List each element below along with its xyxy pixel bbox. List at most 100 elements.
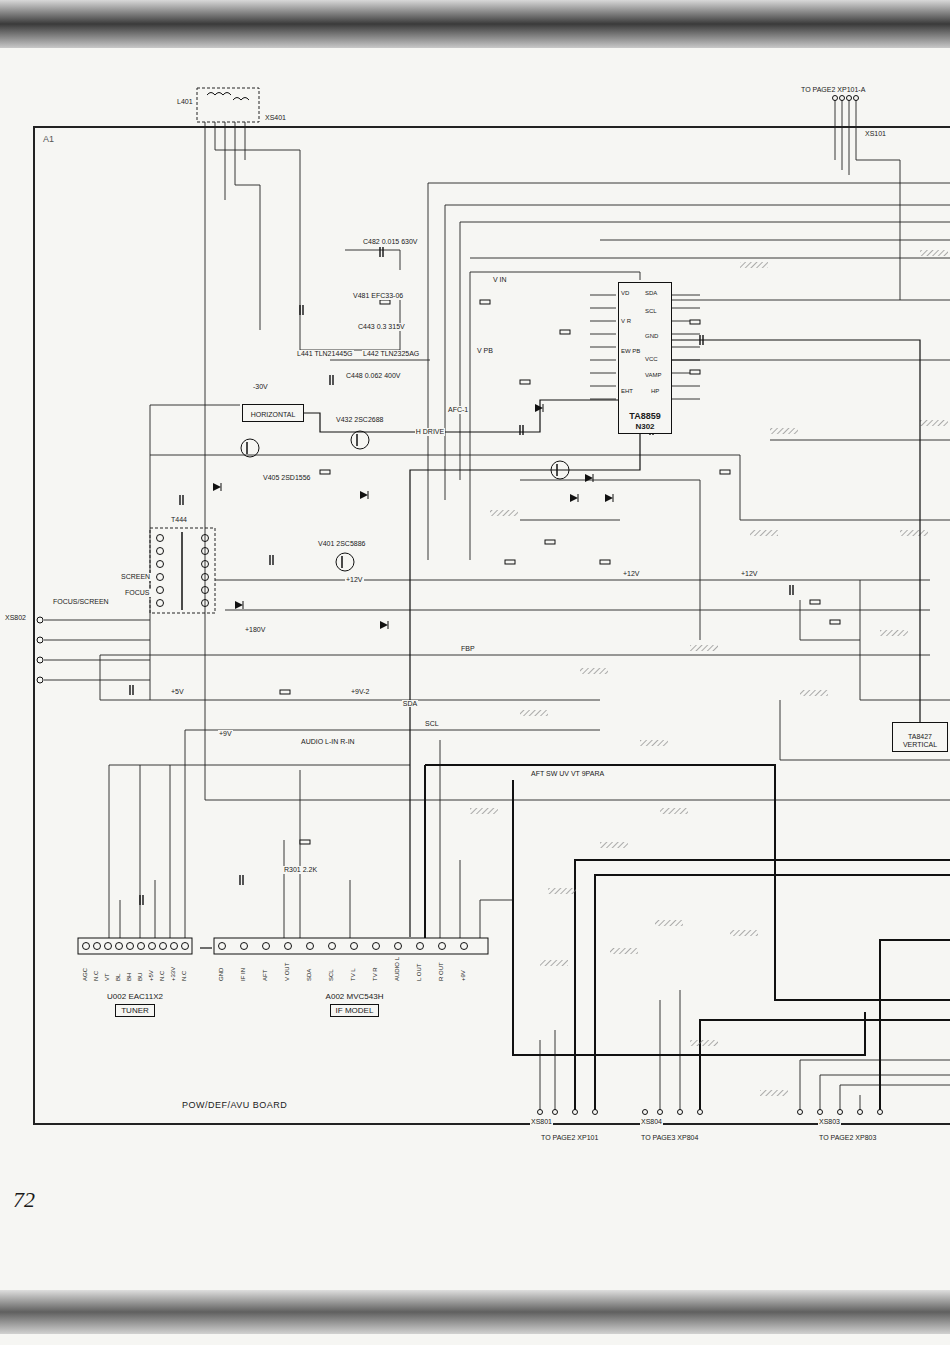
wire	[120, 900, 121, 938]
wire	[860, 1095, 861, 1110]
diode-symbol	[213, 483, 221, 491]
wire	[600, 240, 950, 241]
connector-outline	[197, 88, 259, 122]
diode-bar	[613, 494, 614, 502]
ground-hatch	[690, 1040, 718, 1046]
wire	[428, 183, 429, 560]
diode-symbol	[235, 601, 243, 609]
wire	[445, 205, 446, 500]
pin-name: AGC	[82, 967, 89, 982]
pin	[329, 943, 336, 950]
resistor-symbol	[300, 840, 310, 844]
diode-symbol	[570, 494, 578, 502]
ground-hatch	[640, 740, 668, 746]
wire	[100, 655, 101, 700]
scan-band	[0, 1290, 950, 1334]
connector-pin	[678, 1110, 683, 1115]
module-box: HORIZONTAL	[242, 404, 304, 422]
part-label: FOCUS/SCREEN	[52, 598, 110, 606]
ground-hatch	[920, 420, 948, 426]
wire	[215, 122, 300, 230]
pin	[219, 943, 226, 950]
pin	[149, 943, 156, 950]
wire	[460, 222, 950, 223]
capacitor-plate	[142, 895, 143, 905]
connector-pin	[854, 96, 859, 101]
pin-stub	[590, 321, 616, 322]
diode-symbol	[585, 474, 593, 482]
pin	[351, 943, 358, 950]
capacitor-plate	[239, 875, 240, 885]
part-label: TO PAGE2 XP101	[540, 1134, 599, 1142]
ground-hatch	[760, 1090, 788, 1096]
node-title: U002 EAC11X2	[107, 992, 163, 1001]
capacitor-plate	[519, 425, 520, 435]
connector-label: XS101	[864, 130, 887, 138]
wire	[470, 258, 950, 259]
pin-stub	[670, 386, 700, 387]
ground-hatch	[610, 948, 638, 954]
transformer-core	[181, 532, 183, 610]
part-label: C482 0.015 630V	[362, 238, 419, 246]
part-label: V405 2SD1556	[262, 474, 311, 482]
node-subtitle: A1	[43, 134, 54, 144]
wire	[100, 700, 600, 701]
wire	[835, 100, 836, 160]
pin-stub	[590, 334, 616, 335]
connector-label: XS802	[4, 614, 27, 622]
wire	[185, 730, 600, 938]
wire	[150, 405, 240, 406]
pin-name: TV L	[350, 967, 357, 982]
transformer-pin	[202, 587, 209, 594]
ground-hatch	[540, 960, 568, 966]
wire	[460, 860, 461, 938]
capacitor-plate	[132, 685, 133, 695]
wire	[345, 250, 400, 270]
connector-pin	[833, 96, 838, 101]
pin-stub	[670, 347, 700, 348]
transistor-symbol	[336, 553, 354, 571]
connector-label: XS401	[264, 114, 287, 122]
part-label: V432 2SC2688	[335, 416, 384, 424]
wire	[820, 1075, 950, 1110]
pin	[241, 943, 248, 950]
part-label: AFC-1	[447, 406, 469, 414]
wire	[680, 990, 681, 1110]
pin	[105, 943, 112, 950]
part-label: -30V	[252, 383, 269, 391]
resistor-symbol	[810, 600, 820, 604]
pin-stub	[590, 373, 616, 374]
signal-label: SDA	[402, 700, 418, 708]
node-subtitle: N302	[635, 422, 654, 431]
signal-label: H DRIVE	[415, 428, 445, 436]
resistor-symbol	[280, 690, 290, 694]
part-label: +12V	[622, 570, 641, 578]
pin	[160, 943, 167, 950]
wire	[300, 770, 301, 938]
transformer-pin	[202, 574, 209, 581]
ground-hatch	[900, 530, 928, 536]
part-label: T444	[170, 516, 188, 524]
wire	[150, 455, 740, 456]
pin-stub	[590, 295, 616, 296]
diode-symbol	[360, 491, 368, 499]
ground-hatch	[470, 808, 498, 814]
ground-hatch	[548, 888, 576, 894]
wire	[170, 765, 171, 938]
resistor-symbol	[720, 470, 730, 474]
ground-hatch	[770, 428, 798, 434]
pin	[94, 943, 101, 950]
wire	[428, 183, 950, 184]
signal-connector	[304, 400, 618, 432]
wire	[480, 900, 513, 938]
capacitor-plate	[792, 585, 793, 595]
pin-stub	[670, 399, 700, 400]
bus-wire	[575, 860, 950, 1110]
pin-name: AFT	[262, 969, 269, 982]
pin-name: SCL	[328, 968, 335, 982]
wire	[205, 800, 950, 801]
